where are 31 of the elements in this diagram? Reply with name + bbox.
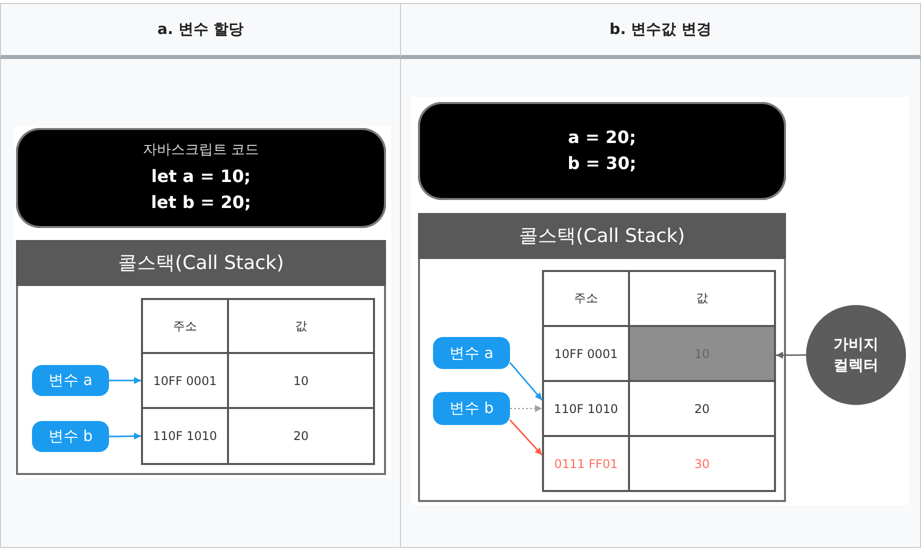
- address-cell: 0111 FF01: [542, 435, 630, 492]
- code-line: a = 20;: [568, 127, 636, 150]
- dashed-arrow: [510, 405, 542, 412]
- code-line: let b = 20;: [150, 192, 252, 214]
- code-line: b = 30;: [568, 153, 636, 176]
- arrow: [776, 352, 806, 359]
- variable-pill: 변수 b: [433, 392, 510, 425]
- arrow: [509, 362, 543, 400]
- code-line: let a = 10;: [151, 166, 251, 188]
- call-stack-panel: [418, 213, 786, 502]
- variable-pill: 변수 a: [32, 365, 109, 396]
- arrow: [108, 432, 142, 440]
- column-header: 주소: [141, 298, 229, 354]
- value-cell: 20: [227, 407, 375, 465]
- value-cell: 30: [628, 435, 776, 492]
- panel-header: 콜스택(Call Stack): [16, 240, 386, 286]
- section-heading: b. 변수값 변경: [400, 3, 921, 59]
- code-caption: 자바스크립트 코드: [142, 140, 260, 158]
- code-box: [418, 102, 786, 200]
- column-header: 주소: [542, 270, 630, 327]
- call-stack-panel: [16, 240, 386, 475]
- code-box: [16, 128, 386, 228]
- variable-pill: 변수 b: [32, 421, 109, 452]
- arrow: [509, 420, 543, 456]
- address-cell: 110F 1010: [141, 407, 229, 465]
- panel-header: 콜스택(Call Stack): [418, 213, 786, 259]
- column-header: 값: [227, 298, 375, 354]
- arrow: [109, 377, 141, 384]
- variable-pill: 변수 a: [433, 337, 510, 369]
- section-heading: a. 변수 할당: [0, 3, 401, 59]
- garbage-collector-circle: 가비지 컬렉터: [806, 305, 906, 405]
